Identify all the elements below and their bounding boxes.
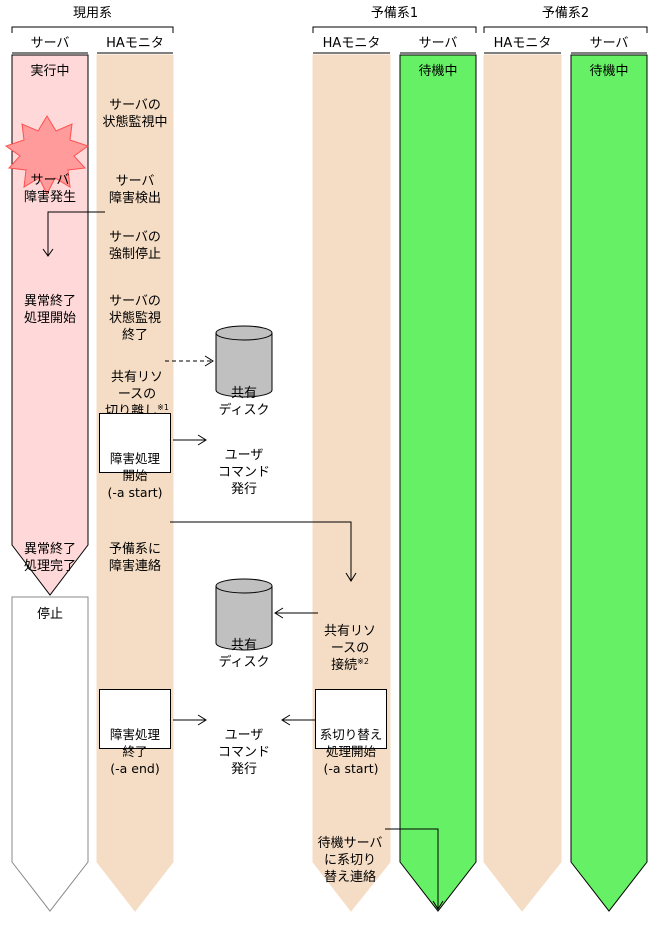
group-active-label: 現用系 (72, 6, 112, 21)
standby1-server-waiting: 待機中 (418, 64, 458, 79)
active-server-lane (11, 54, 89, 596)
active-server-running: 実行中 (30, 64, 70, 79)
active-server-abnormal-done: 異常終了処理完了 (23, 542, 76, 574)
ha-force-stop: サーバの強制停止 (108, 230, 161, 262)
standby2-ha-lane (483, 54, 562, 912)
failure-burst (4, 115, 90, 196)
shared-disk-2-label: 共有ディスク (218, 638, 270, 670)
shared-disk-2 (215, 578, 273, 651)
standby2-server-lane (570, 54, 648, 912)
ha-fail-start-box: 障害処理開始(-a start) (99, 413, 171, 500)
col-standby2-server: サーバ (589, 36, 629, 51)
active-server-stopped-lane (11, 596, 89, 912)
col-active-server: サーバ (30, 36, 70, 51)
shared-disk-1-label: 共有ディスク (218, 386, 270, 418)
ha-monitor-end: サーバの状態監視終了 (108, 294, 161, 343)
col-standby1-server: サーバ (418, 36, 458, 51)
ha-fail-end-box: 障害処理終了(-a end) (99, 689, 171, 776)
col-standby2-ha: HAモニタ (493, 36, 552, 51)
active-server-failure: サーバ障害発生 (23, 173, 76, 205)
col-active-ha: HAモニタ (106, 36, 164, 51)
force-stop-arrow (47, 211, 105, 255)
standby2-group-bracket (483, 26, 648, 33)
active-group-bracket (11, 26, 174, 33)
standby1-switch-box: 系切り替え処理開始(-a start) (315, 689, 387, 776)
ha-detect: サーバ障害検出 (108, 174, 161, 206)
user-command-1: ユーザコマンド発行 (217, 448, 270, 497)
notify-arrow (170, 521, 352, 580)
standby1-ha-notify: 待機サーバに系切り替え連絡 (317, 836, 383, 885)
standby1-ha-connect: 共有リソースの接続※2 (323, 624, 376, 673)
standby1-group-bracket (312, 26, 477, 33)
ha-monitoring: サーバの状態監視中 (102, 98, 168, 130)
active-server-stopped: 停止 (36, 607, 63, 622)
group-standby1-label: 予備系1 (370, 6, 419, 21)
shared-disk-1 (215, 325, 273, 398)
active-server-abnormal-start: 異常終了処理開始 (23, 294, 76, 326)
group-standby2-label: 予備系2 (541, 6, 590, 21)
ha-notify-standby: 予備系に障害連絡 (108, 542, 161, 574)
user-command-2: ユーザコマンド発行 (217, 728, 270, 777)
standby2-server-waiting: 待機中 (589, 64, 629, 79)
standby-notify-arrow (385, 828, 439, 908)
standby1-server-lane (399, 54, 477, 912)
col-standby1-ha: HAモニタ (322, 36, 381, 51)
